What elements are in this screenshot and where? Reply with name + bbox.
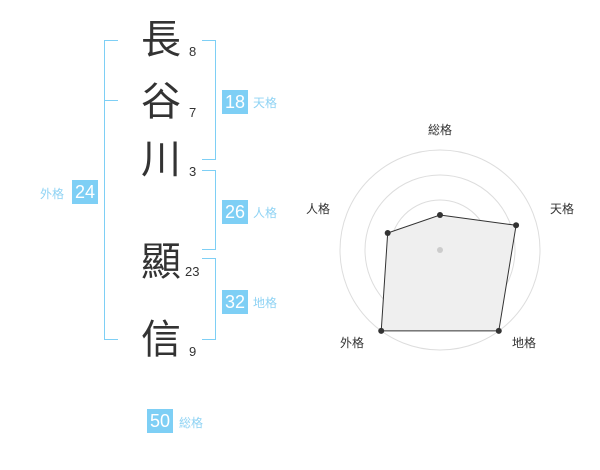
radar-axis-jinkaku: 人格 (306, 201, 330, 216)
radar-point-4 (378, 327, 385, 334)
soukaku-score: 50 (147, 409, 173, 433)
gaikaku-score: 24 (72, 180, 98, 204)
gaikaku-bracket-tick (104, 100, 118, 101)
radar-axis-chikaku: 地格 (512, 335, 536, 350)
jinkaku-label: 人格 (253, 206, 278, 220)
stroke-count-3: 3 (189, 164, 197, 179)
radar-ring (339, 149, 541, 351)
radar-area (380, 214, 517, 332)
name-char-1: 長 (141, 17, 181, 63)
radar-axis-gaikaku: 外格 (340, 335, 364, 350)
stroke-count-1: 8 (189, 44, 197, 59)
name-char-4: 顯 (141, 239, 181, 285)
stroke-count-4: 23 (185, 264, 200, 279)
stroke-count-5: 9 (189, 344, 197, 359)
radar-point-3 (495, 327, 502, 334)
soukaku-label: 総格 (179, 416, 204, 430)
radar-point-5 (384, 230, 391, 237)
tenkaku-bracket (202, 40, 216, 160)
radar-axis-tenkaku: 天格 (550, 201, 574, 216)
chikaku-score: 32 (222, 290, 248, 314)
chikaku-bracket (202, 258, 216, 340)
name-char-2: 谷 (141, 79, 181, 125)
gaikaku-bracket (104, 40, 118, 340)
jinkaku-bracket (202, 170, 216, 250)
tenkaku-label: 天格 (253, 96, 278, 110)
gaikaku-label: 外格 (40, 187, 65, 201)
jinkaku-score: 26 (222, 200, 248, 224)
stroke-count-2: 7 (189, 105, 197, 120)
name-char-3: 川 (141, 137, 181, 183)
radar-axis-soukaku: 総格 (428, 122, 452, 137)
radar-point-2 (513, 222, 520, 229)
radar-points (378, 212, 520, 334)
chikaku-label: 地格 (253, 296, 278, 310)
radar-point-1 (437, 212, 443, 218)
name-char-5: 信 (141, 317, 181, 363)
radar-center-dot (437, 247, 443, 253)
tenkaku-score: 18 (222, 90, 248, 114)
